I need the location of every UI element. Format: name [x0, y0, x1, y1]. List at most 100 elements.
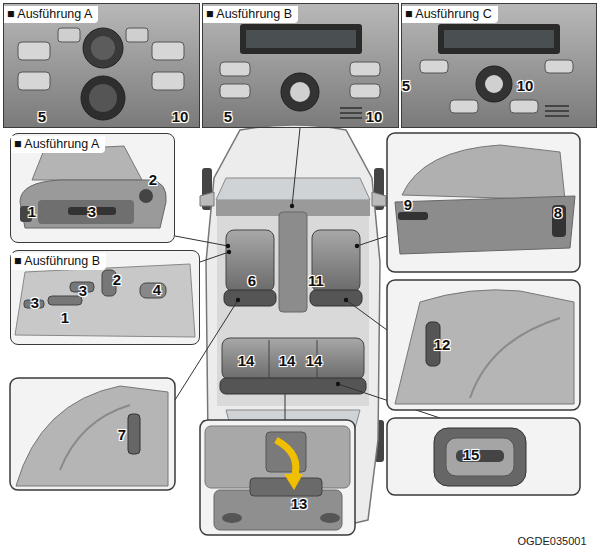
climate-panel	[401, 3, 597, 128]
seat-inset	[20, 180, 166, 228]
variant-heading: ■ Ausführung B	[203, 6, 298, 23]
climate-panel	[545, 106, 569, 116]
car-body	[279, 212, 307, 312]
car-seat	[220, 230, 366, 394]
climate-panel	[18, 72, 50, 90]
seat-inset	[38, 200, 134, 224]
callout-number: 3	[88, 204, 96, 220]
seat-inset	[395, 290, 574, 404]
seat-inset	[10, 250, 200, 345]
climate-panel	[401, 3, 597, 128]
seat-inset	[60, 405, 130, 470]
callout-number: 2	[149, 172, 157, 188]
climate-panel	[290, 82, 310, 102]
callout-number: 5	[224, 109, 232, 125]
climate-panel	[420, 60, 448, 73]
leader-dot	[336, 382, 340, 386]
climate-panel	[3, 3, 200, 128]
seat-inset	[402, 145, 565, 200]
figure-code: OGDE035001	[517, 533, 586, 549]
seat-inset	[10, 378, 175, 490]
callout-number: 15	[463, 447, 480, 463]
seat-inset	[387, 418, 580, 495]
car-body	[372, 192, 386, 206]
climate-panel	[220, 62, 250, 76]
climate-panel	[152, 42, 184, 60]
seat-inset	[434, 428, 526, 486]
callout-number: 2	[113, 272, 121, 288]
seat-inset	[128, 414, 140, 454]
callout-number: 10	[172, 109, 189, 125]
callout-number: 7	[118, 427, 126, 443]
callout-number: 9	[404, 197, 412, 213]
leader-dot	[344, 298, 348, 302]
callout-number: 1	[61, 310, 69, 326]
seat-inset	[15, 264, 195, 337]
seat-inset	[222, 513, 242, 523]
callout-number: 14	[306, 353, 323, 369]
callout-number: 14	[238, 353, 255, 369]
seat-inset	[250, 478, 322, 496]
callout-number: 10	[366, 109, 383, 125]
climate-panel	[444, 30, 554, 48]
car-seat	[310, 290, 362, 306]
callout-number: 4	[153, 282, 161, 298]
seat-inset	[10, 133, 175, 243]
leader-line	[357, 236, 387, 246]
climate-panel	[126, 28, 148, 42]
climate-panel	[240, 24, 362, 54]
callout-number: 14	[279, 353, 296, 369]
climate-panel	[545, 60, 573, 73]
variant-panel: ■ Ausführung A	[3, 3, 200, 128]
climate-panel	[202, 3, 399, 128]
callout-number: 6	[248, 273, 256, 289]
climate-panel	[450, 100, 478, 113]
seat-inset	[276, 440, 296, 478]
climate-panel	[152, 72, 184, 90]
climate-panel	[58, 28, 80, 42]
climate-panel	[281, 73, 319, 111]
climate-panel	[89, 84, 117, 112]
seat-inset	[387, 280, 580, 410]
callout-number: 8	[554, 205, 562, 221]
climate-panel	[350, 84, 380, 98]
seat-inset	[552, 205, 566, 237]
leader-dot	[226, 244, 230, 248]
variant-panel: ■ Ausführung C	[401, 3, 597, 128]
seat-inset	[10, 378, 175, 490]
seat-inset	[398, 212, 428, 220]
seat-inset	[48, 296, 82, 305]
variant-heading: ■ Ausführung A	[4, 6, 98, 23]
seat-inset	[140, 283, 166, 298]
car-seat	[226, 230, 274, 292]
seat-inset	[284, 474, 303, 490]
car-body	[200, 192, 214, 206]
climate-panel	[340, 108, 362, 118]
climate-panel	[438, 24, 560, 54]
callout-number: 11	[308, 273, 324, 289]
seat-inset	[395, 196, 575, 254]
leader-line	[292, 128, 300, 206]
seat-inset	[446, 438, 514, 476]
climate-panel	[83, 28, 123, 68]
climate-panel	[81, 76, 125, 120]
callout-number: 3	[31, 295, 39, 311]
callout-number: 1	[28, 204, 36, 220]
seat-inset	[266, 432, 306, 472]
climate-panel	[3, 3, 200, 128]
leader-dot	[227, 250, 231, 254]
variant-panel: ■ Ausführung A	[10, 133, 175, 243]
climate-panel	[476, 66, 512, 102]
leader-line	[175, 236, 228, 246]
callout-number: 10	[517, 78, 534, 94]
leader-dot	[236, 298, 240, 302]
variant-heading: ■ Ausführung B	[11, 253, 106, 270]
climate-panel	[485, 75, 503, 93]
car-seat	[222, 338, 364, 380]
climate-panel	[202, 3, 399, 128]
seat-inset	[387, 418, 580, 495]
seat-inset	[387, 280, 580, 410]
seat-inset	[200, 420, 355, 535]
